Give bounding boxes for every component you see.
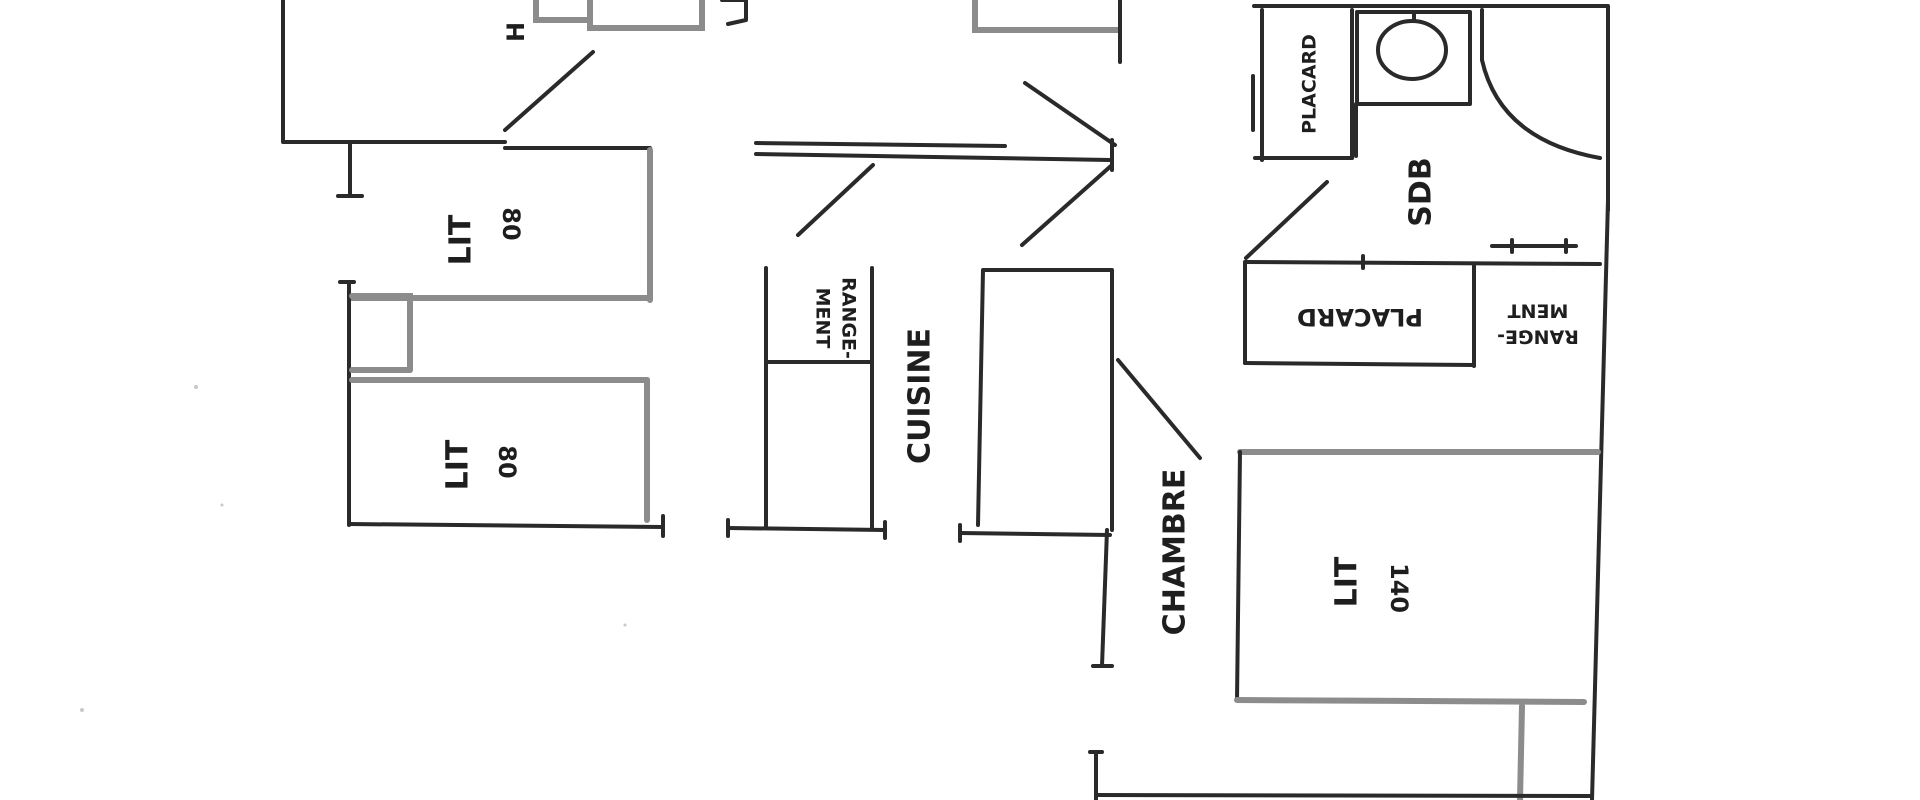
top-left-room: H — [281, 0, 748, 144]
bathroom-door — [1244, 180, 1329, 260]
toilet — [1355, 10, 1472, 106]
door-leaf-upper — [1023, 81, 1117, 147]
bed-top-size: 80 — [497, 207, 525, 240]
bed-double: LIT 140 — [1234, 449, 1601, 800]
center-doors — [1020, 81, 1117, 247]
bed-bottom: LIT 80 — [338, 280, 665, 538]
top-left-door — [503, 50, 595, 132]
bathroom-label: SDB — [1404, 157, 1439, 226]
bathroom-closet-label: PLACARD — [1297, 303, 1423, 331]
top-closet-label: PLACARD — [1299, 34, 1321, 134]
shower-curve — [1480, 58, 1602, 160]
kitchen-storage-line1: RANGE- — [838, 277, 860, 359]
bed-double-size: 140 — [1385, 563, 1413, 613]
bathroom-storage-line1: RANGE- — [1497, 326, 1579, 348]
bedroom-door — [1116, 358, 1202, 460]
bed-bottom-size: 80 — [493, 445, 521, 478]
bed-bottom-name: LIT — [441, 439, 476, 490]
bed-top-name: LIT — [444, 214, 479, 265]
door-leaf-lower — [1020, 163, 1114, 247]
top-center-fragment — [972, 0, 1122, 64]
kitchen-storage-line2: MENT — [812, 288, 834, 349]
center-cabinet: CHAMBRE — [958, 268, 1202, 668]
bedroom-label: CHAMBRE — [1158, 469, 1193, 636]
kitchen-label: CUISINE — [903, 328, 938, 464]
paper-specks — [80, 385, 627, 712]
bathroom-storage-line2: MENT — [1508, 300, 1569, 322]
bed-top: LIT 80 — [336, 140, 653, 303]
top-left-mark-label: H — [502, 22, 530, 42]
bathroom: PLACARD SDB PLACARD RANGE- MENT — [1243, 4, 1610, 800]
bed-double-name: LIT — [1330, 556, 1365, 607]
bottom-wall — [1088, 750, 1592, 800]
kitchen: RANGE- MENT CUISINE — [726, 141, 1112, 540]
kitchen-door-left — [796, 163, 875, 237]
